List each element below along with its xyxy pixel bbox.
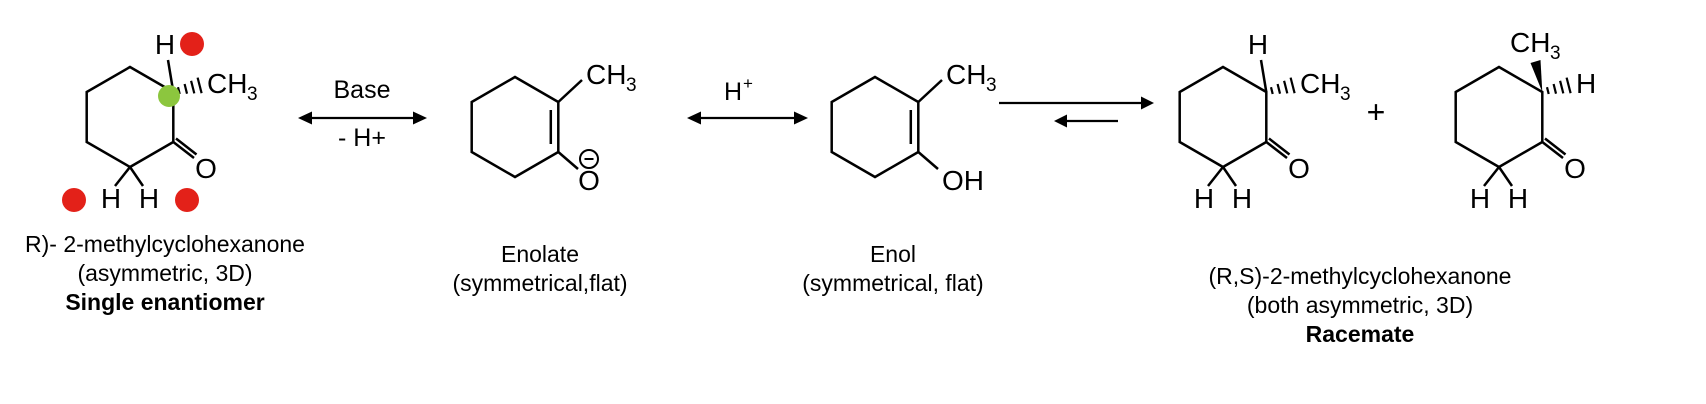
carbonyl-bond-outer — [1541, 141, 1564, 159]
alpha-h-label: H — [1470, 183, 1490, 214]
products-caption-line3: Racemate — [1305, 321, 1415, 347]
acidic-hydrogen-dot-icon — [175, 188, 199, 212]
structure-product-r-enantiomer: H CH 3 O H H — [1178, 29, 1351, 214]
bold-wedge-methyl — [1530, 60, 1543, 92]
h-plus-label: H — [724, 78, 742, 106]
enol-caption-line1: Enol — [869, 241, 917, 267]
hydroxyl-label: OH — [942, 165, 984, 196]
ring-and-bonds — [470, 75, 583, 179]
alpha-h-label: H — [1232, 183, 1252, 214]
equilibrium-arrow-base: Base - H+ — [298, 78, 427, 150]
structure-reactant-r-enantiomer: H CH 3 O H H — [62, 29, 258, 214]
ring-and-bonds — [830, 75, 943, 179]
methyl-subscript: 3 — [247, 84, 258, 105]
carbonyl-bond-inner — [175, 137, 198, 156]
acidic-hydrogen-dot-icon — [62, 188, 86, 212]
bond-oxygen — [557, 151, 579, 170]
ring-and-bonds — [85, 59, 198, 187]
carbonyl-bond-inner — [1268, 137, 1291, 156]
methyl-subscript: 3 — [626, 75, 637, 96]
hashed-wedge-methyl — [176, 77, 203, 95]
methyl-subscript: 3 — [1550, 43, 1561, 64]
methyl-subscript: 3 — [1340, 84, 1351, 105]
bond-h-bottom-left — [114, 166, 131, 187]
arrowhead-left-icon — [1054, 114, 1067, 128]
alpha-h-label: H — [155, 29, 175, 60]
arrowhead-right-icon — [794, 111, 808, 125]
methyl-label: CH — [586, 59, 626, 90]
enolate-oxygen-label: O — [578, 165, 600, 196]
stereocenter-dot-icon — [158, 85, 180, 107]
structure-enolate: CH 3 O — [470, 59, 637, 196]
enolate-caption: Enolate (symmetrical,flat) — [420, 240, 660, 298]
alpha-h-label: H — [139, 183, 159, 214]
products-caption: (R,S)-2-methylcyclohexanone (both asymme… — [1145, 262, 1575, 349]
bond-methyl — [917, 79, 943, 103]
ring-and-bonds — [1178, 59, 1291, 187]
products-caption-line1: (R,S)-2-methylcyclohexanone — [1208, 263, 1512, 289]
alpha-h-label: H — [1248, 29, 1268, 60]
enol-caption-line2: (symmetrical, flat) — [802, 270, 984, 296]
methyl-label: CH — [207, 68, 247, 99]
bond-methyl — [557, 79, 583, 103]
alpha-h-label: H — [101, 183, 121, 214]
bond-h-bottom-right — [1497, 166, 1514, 187]
hashed-wedge-methyl — [1269, 77, 1296, 95]
products-caption-line2: (both asymmetric, 3D) — [1246, 292, 1474, 318]
enolate-caption-line1: Enolate — [500, 241, 579, 267]
equilibrium-arrow-hplus: H + — [687, 76, 808, 125]
h-plus-superscript: + — [743, 76, 753, 93]
bond-h-bottom-left — [1207, 166, 1224, 187]
methyl-subscript: 3 — [986, 75, 997, 96]
bond-hydroxyl — [917, 151, 939, 170]
cyclohexane-ring — [85, 65, 175, 169]
bond-h-bottom-right — [128, 166, 145, 187]
base-label: Base — [334, 78, 391, 104]
alpha-h-label: H — [1576, 68, 1596, 99]
carbonyl-bond-outer — [1265, 141, 1288, 159]
arrowhead-left-icon — [687, 111, 701, 125]
negative-charge-icon — [579, 149, 599, 169]
structure-product-s-enantiomer: CH 3 H O H H — [1454, 27, 1596, 214]
ring-and-bonds — [1454, 65, 1567, 187]
alpha-h-label: H — [1194, 183, 1214, 214]
bond-h-bottom-left — [1483, 166, 1500, 187]
cyclohexene-ring — [830, 75, 920, 179]
carbonyl-bond-outer — [172, 141, 195, 159]
arrowhead-right-icon — [1141, 96, 1154, 110]
reactant-caption-line1: R)- 2-methylcyclohexanone — [25, 231, 305, 257]
carbonyl-bond-inner — [1544, 137, 1567, 156]
arrowhead-right-icon — [413, 111, 427, 125]
bond-alpha-h — [1259, 59, 1268, 93]
reactant-caption: R)- 2-methylcyclohexanone (asymmetric, 3… — [0, 230, 330, 317]
carbonyl-oxygen-label: O — [195, 153, 217, 184]
enolate-caption-line2: (symmetrical,flat) — [452, 270, 628, 296]
methyl-label: CH — [1300, 68, 1340, 99]
methyl-label: CH — [1510, 27, 1550, 58]
cyclohexane-ring — [1178, 65, 1268, 169]
carbonyl-oxygen-label: O — [1288, 153, 1310, 184]
methyl-label: CH — [946, 59, 986, 90]
reactant-caption-line3: Single enantiomer — [65, 289, 265, 315]
plus-sign: + — [1366, 94, 1386, 130]
acidic-hydrogen-dot-icon — [180, 32, 204, 56]
bond-h-bottom-right — [1221, 166, 1238, 187]
alpha-h-label: H — [1508, 183, 1528, 214]
carbonyl-oxygen-label: O — [1564, 153, 1586, 184]
arrowhead-left-icon — [298, 111, 312, 125]
minus-h-label: - H+ — [338, 124, 386, 150]
reactant-caption-line2: (asymmetric, 3D) — [77, 260, 253, 286]
equilibrium-arrows-product — [999, 96, 1154, 128]
enol-caption: Enol (symmetrical, flat) — [768, 240, 1018, 298]
cyclohexene-ring — [470, 75, 560, 179]
cyclohexane-ring — [1454, 65, 1544, 169]
hashed-wedge-h — [1545, 77, 1572, 95]
structure-enol: CH 3 OH — [830, 59, 997, 196]
